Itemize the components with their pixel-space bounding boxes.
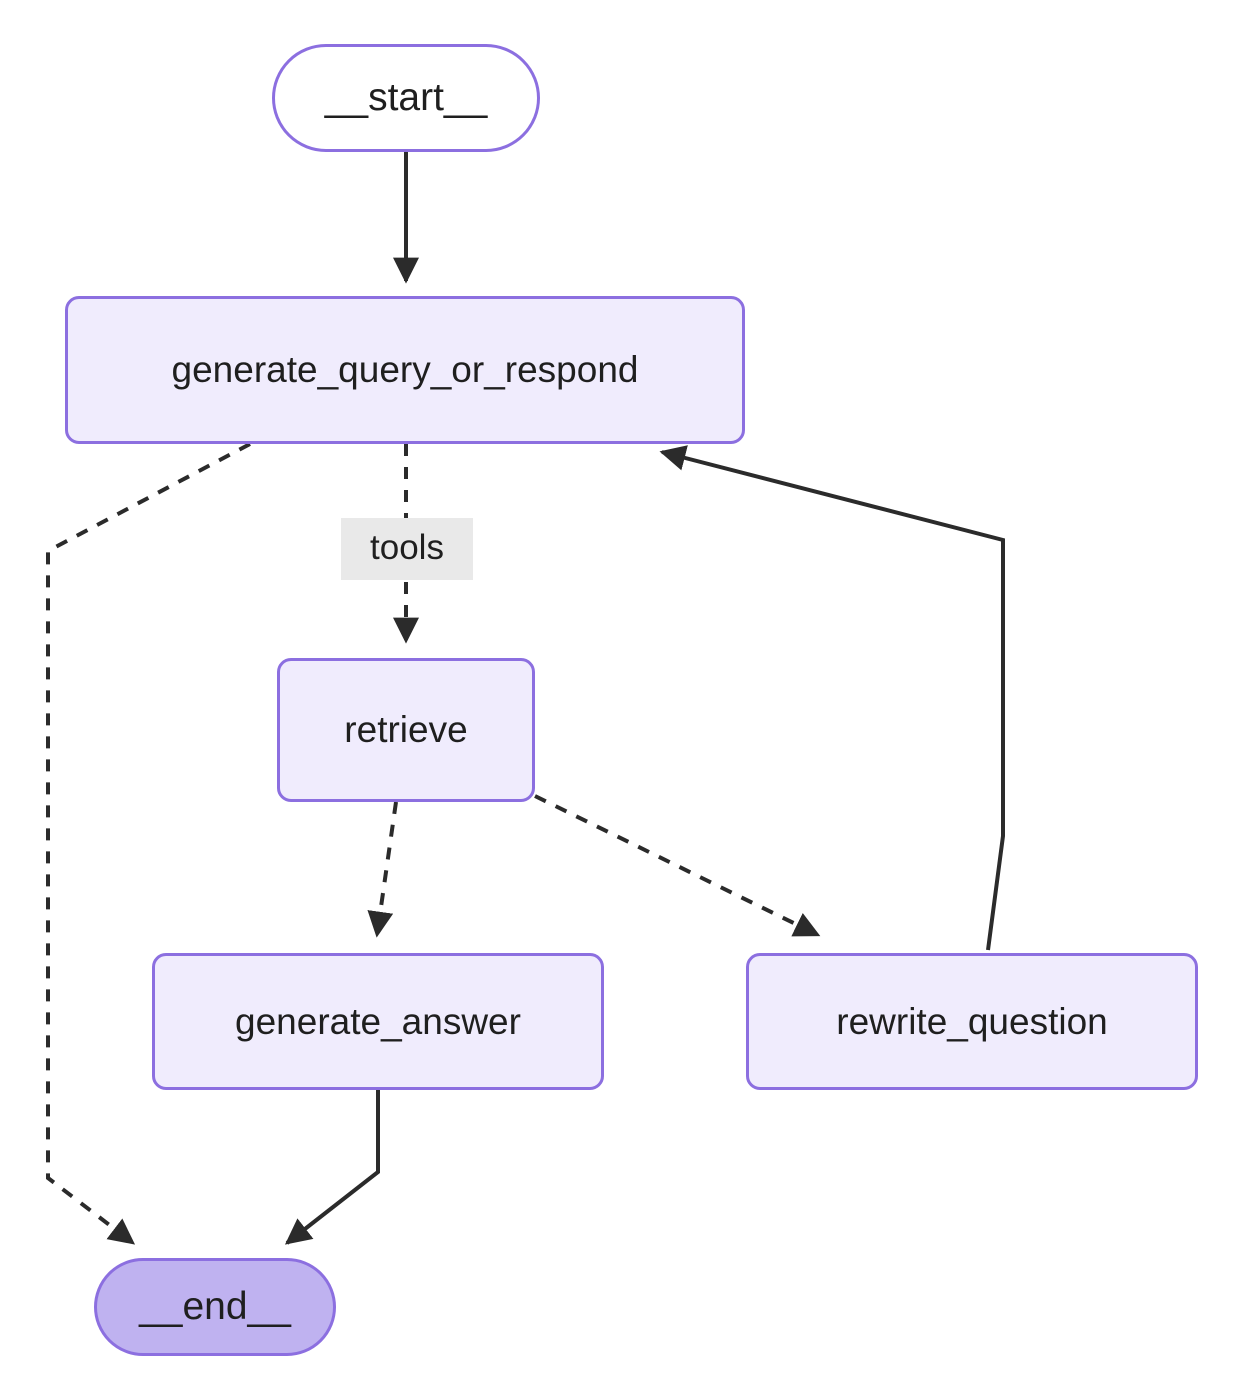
edge-rewrite-question-to-generate-query-or-respond-path [659, 445, 1005, 951]
edge-retrieve-to-rewrite-question [534, 794, 821, 937]
edge-generate-answer-to-end [284, 1090, 380, 1245]
node-end-label: __end__ [139, 1285, 291, 1328]
node-start-label: __start__ [324, 76, 488, 119]
edge-generate-query-or-respond-to-end [46, 442, 251, 1245]
node-rewrite-question-label: rewrite_question [836, 1000, 1108, 1042]
node-rewrite-question[interactable]: rewrite_question [746, 953, 1198, 1090]
edge-label-tools-text: tools [370, 528, 444, 567]
node-retrieve[interactable]: retrieve [277, 658, 535, 802]
node-start[interactable]: __start__ [272, 44, 540, 152]
node-generate-answer[interactable]: generate_answer [152, 953, 604, 1090]
node-generate-query-or-respond[interactable]: generate_query_or_respond [65, 296, 745, 444]
edge-retrieve-to-generate-answer [367, 801, 398, 938]
node-generate-query-or-respond-label: generate_query_or_respond [171, 349, 639, 390]
edge-label-tools: tools [341, 518, 473, 580]
node-retrieve-label: retrieve [344, 709, 468, 750]
node-end[interactable]: __end__ [94, 1258, 336, 1356]
node-generate-answer-label: generate_answer [235, 1000, 521, 1042]
